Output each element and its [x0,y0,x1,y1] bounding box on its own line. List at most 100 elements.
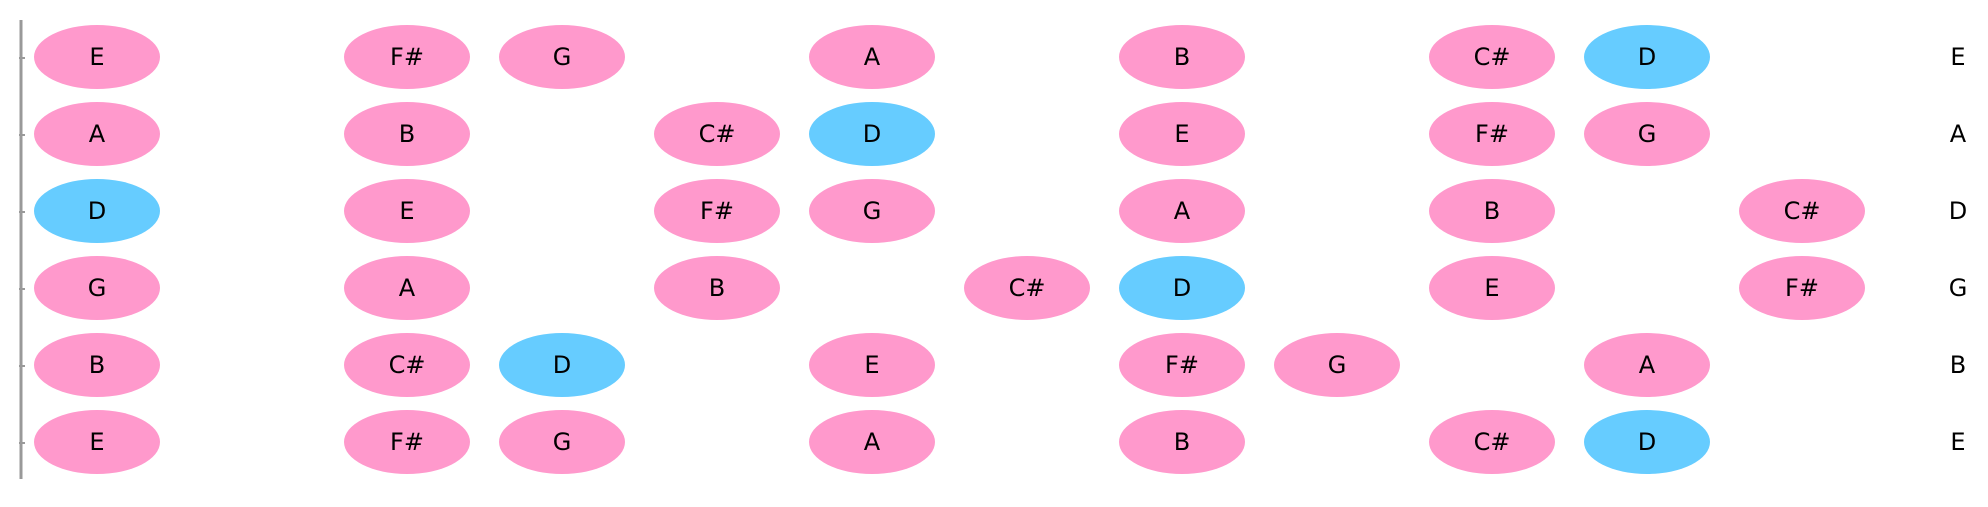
note-ellipse [1119,102,1245,166]
note-marker: A [34,102,160,166]
note-ellipse [34,333,160,397]
note-label: F# [700,197,734,225]
note-ellipse [344,333,470,397]
note-label: G [863,197,882,225]
note-ellipse [809,25,935,89]
open-string-label: E [1950,43,1965,71]
note-marker: C# [654,102,780,166]
note-ellipse [1429,256,1555,320]
note-ellipse [1119,179,1245,243]
note-label: B [1174,428,1190,456]
note-ellipse [1119,410,1245,474]
note-label: C# [389,351,426,379]
note-ellipse [34,410,160,474]
note-label: B [399,120,415,148]
note-label: G [88,274,107,302]
note-label: A [89,120,106,148]
note-ellipse [344,25,470,89]
note-marker: F# [1119,333,1245,397]
note-label: F# [1165,351,1199,379]
note-marker: G [499,410,625,474]
root-note-marker: D [1119,256,1245,320]
note-label: D [1638,428,1656,456]
note-ellipse [1429,102,1555,166]
note-marker: G [1584,102,1710,166]
note-marker: C# [1739,179,1865,243]
note-ellipse [34,102,160,166]
note-label: C# [1009,274,1046,302]
note-ellipse [1274,333,1400,397]
note-ellipse [809,410,935,474]
note-ellipse [1119,333,1245,397]
note-marker: A [1119,179,1245,243]
note-marker: F# [654,179,780,243]
note-label: A [864,428,881,456]
note-marker: F# [1429,102,1555,166]
note-marker: E [809,333,935,397]
note-ellipse [34,256,160,320]
note-label: C# [1474,428,1511,456]
note-marker: E [344,179,470,243]
note-marker: B [34,333,160,397]
note-label: F# [390,43,424,71]
open-string-label: E [1950,428,1965,456]
note-ellipse [1584,333,1710,397]
note-marker: G [1274,333,1400,397]
note-label: E [399,197,414,225]
note-label: D [553,351,571,379]
note-ellipse [1739,256,1865,320]
root-note-marker: D [809,102,935,166]
root-note-marker: D [1584,410,1710,474]
note-ellipse [654,179,780,243]
note-ellipse [654,102,780,166]
note-ellipse [344,102,470,166]
note-marker: C# [1429,25,1555,89]
note-label: G [553,43,572,71]
note-ellipse [34,179,160,243]
note-marker: E [1119,102,1245,166]
note-label: F# [1475,120,1509,148]
note-marker: E [34,410,160,474]
note-label: B [89,351,105,379]
note-ellipse [1429,410,1555,474]
note-label: G [553,428,572,456]
root-note-marker: D [34,179,160,243]
note-ellipse [1429,179,1555,243]
note-label: E [89,43,104,71]
note-label: E [89,428,104,456]
note-label: G [1328,351,1347,379]
note-ellipse [964,256,1090,320]
note-marker: B [1429,179,1555,243]
note-ellipse [1584,102,1710,166]
note-ellipse [499,25,625,89]
note-ellipse [809,179,935,243]
note-label: F# [390,428,424,456]
note-ellipse [499,333,625,397]
note-marker: A [809,410,935,474]
note-marker: A [344,256,470,320]
note-marker: G [34,256,160,320]
note-marker: F# [344,25,470,89]
note-marker: E [1429,256,1555,320]
note-marker: A [809,25,935,89]
note-marker: E [34,25,160,89]
note-marker: B [1119,25,1245,89]
note-label: C# [1474,43,1511,71]
note-ellipse [654,256,780,320]
note-label: A [399,274,416,302]
note-label: E [864,351,879,379]
note-label: B [1484,197,1500,225]
note-label: C# [699,120,736,148]
note-label: F# [1785,274,1819,302]
note-label: D [863,120,881,148]
note-marker: F# [344,410,470,474]
note-ellipse [809,102,935,166]
note-ellipse [34,25,160,89]
note-ellipse [1739,179,1865,243]
note-label: B [709,274,725,302]
note-ellipse [344,410,470,474]
note-label: A [864,43,881,71]
nut [19,20,25,479]
